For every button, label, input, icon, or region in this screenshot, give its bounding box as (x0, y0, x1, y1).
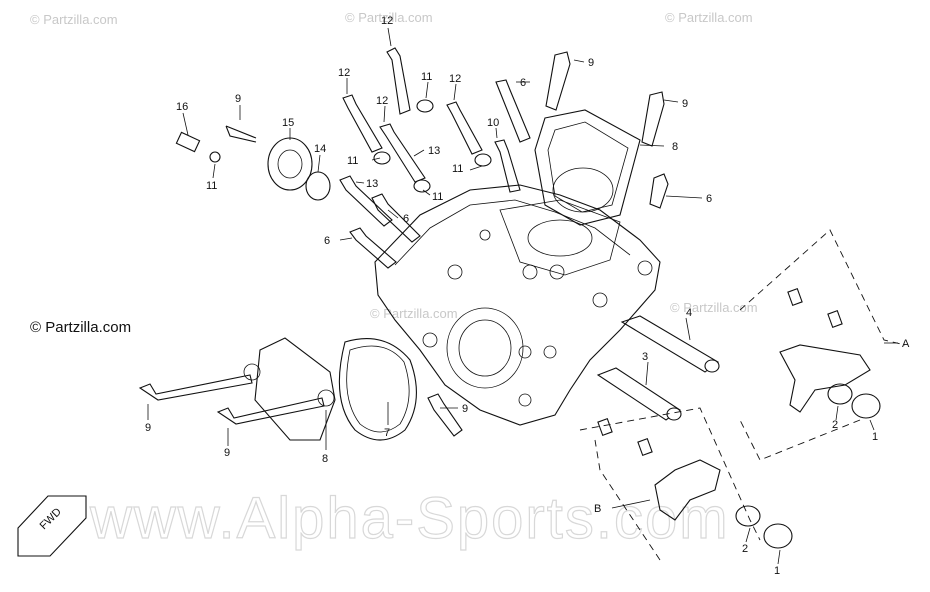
callout-3: 3 (642, 351, 648, 363)
callout-13: 13 (366, 178, 378, 190)
washers (373, 99, 492, 193)
watermark-partzilla-4: © Partzilla.com (670, 300, 758, 315)
callout-11: 11 (452, 163, 463, 175)
callout-9: 9 (682, 98, 688, 110)
rocker-shafts (596, 315, 720, 421)
callout-9: 9 (462, 403, 468, 415)
callout-9: 9 (588, 57, 594, 69)
callout-12: 12 (338, 67, 350, 79)
callout-15: 15 (282, 117, 294, 129)
callout-6: 6 (706, 193, 712, 205)
leader-lines (147, 27, 898, 565)
callout-11: 11 (432, 191, 443, 203)
callout-2: 2 (832, 419, 838, 431)
watermark-partzilla-5: © Partzilla.com (370, 306, 458, 321)
callout-8: 8 (672, 141, 678, 153)
callout-9: 9 (224, 447, 230, 459)
callout-10: 10 (487, 117, 499, 129)
callout-12: 12 (449, 73, 461, 85)
callout-11: 11 (347, 155, 358, 167)
callout-9: 9 (235, 93, 241, 105)
callout-6: 6 (324, 235, 330, 247)
watermark-partzilla-2: © Partzilla.com (345, 10, 433, 25)
callout-B: B (594, 503, 601, 515)
rocker-assembly-b (579, 407, 793, 561)
callout-A: A (902, 338, 910, 350)
watermark-alpha-sports: www.Alpha-Sports.com (89, 486, 730, 551)
cylinder-head (374, 184, 661, 426)
watermark-partzilla-1: © Partzilla.com (30, 12, 118, 27)
callout-4: 4 (686, 307, 692, 319)
watermark-partzilla-main: © Partzilla.com (30, 319, 131, 336)
callout-14: 14 (314, 143, 326, 155)
watermark-partzilla-3: © Partzilla.com (665, 10, 753, 25)
fwd-arrow-icon: FWD (17, 495, 87, 557)
bolts (138, 47, 669, 437)
side-cover (243, 337, 417, 441)
callout-11: 11 (206, 180, 217, 192)
callout-11: 11 (421, 71, 432, 83)
callout-2: 2 (742, 543, 748, 555)
callout-9: 9 (145, 422, 151, 434)
rocker-assembly-a (739, 229, 906, 461)
callout-6: 6 (520, 77, 526, 89)
callout-1: 1 (872, 431, 878, 443)
callout-13: 13 (428, 145, 440, 157)
intake-cover (534, 109, 641, 226)
callout-12: 12 (381, 15, 393, 27)
callout-7: 7 (384, 427, 390, 439)
callout-labels: 16 9 15 11 14 12 11 12 12 12 6 9 9 10 8 … (145, 15, 910, 577)
callout-8: 8 (322, 453, 328, 465)
callout-6: 6 (403, 213, 409, 225)
callout-12: 12 (376, 95, 388, 107)
thermostat-housing (175, 125, 331, 201)
callout-1: 1 (774, 565, 780, 577)
callout-16: 16 (176, 101, 188, 113)
